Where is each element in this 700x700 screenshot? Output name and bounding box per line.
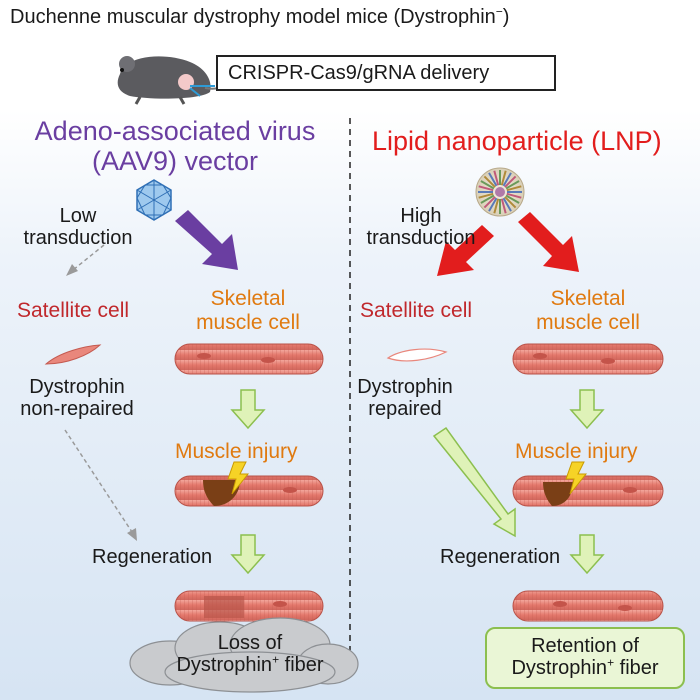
lnp-ray: [504, 175, 517, 188]
aav-capsid-icon: [136, 179, 172, 221]
aav-vector-title-line1: Adeno-associated virus: [34, 116, 316, 146]
skeletal-muscle-left-line2: muscle cell: [196, 310, 300, 334]
loss-line2-sup: +: [272, 652, 280, 667]
lnp-ray: [500, 198, 507, 214]
high-transduction-line2: transduction: [366, 227, 476, 250]
lnp-to-muscle-arrow: [518, 212, 579, 272]
crispr-delivery-label: CRISPR-Cas9/gRNA delivery: [228, 62, 490, 84]
satellite-cell-label-left: Satellite cell: [17, 299, 130, 322]
satellite-cell-label-right: Satellite cell: [360, 299, 473, 322]
green-arrow-left-1: [230, 389, 266, 430]
retention-box: [485, 627, 685, 689]
loss-line2-main: Dystrophin: [176, 654, 273, 677]
dystrophin-right-line1: Dystrophin: [357, 376, 453, 398]
regeneration-label-right: Regeneration: [440, 546, 561, 568]
page-title: Duchenne muscular dystrophy model mice (…: [10, 4, 510, 28]
loss-cloud: [129, 617, 359, 693]
lnp-ray: [506, 192, 522, 199]
muscle-fiber-left-3: [174, 590, 324, 622]
title-superscript: −: [495, 4, 503, 19]
lnp-ray: [483, 196, 496, 209]
high-transduction-line1: High: [400, 205, 442, 227]
aav-vector-title-line2: (AAV9) vector: [91, 146, 259, 177]
muscle-fiber-left-1: [174, 343, 324, 375]
skeletal-muscle-left-line1: Skeletal: [210, 287, 286, 310]
aav-vector-title: Adeno-associated virus(AAV9) vector: [35, 116, 316, 176]
regeneration-label-left: Regeneration: [92, 546, 213, 568]
lnp-title: Lipid nanoparticle (LNP): [372, 126, 662, 156]
lnp-ray: [480, 180, 495, 190]
lnp-ray: [505, 194, 520, 204]
green-arrow-left-2: [230, 534, 266, 575]
retention-line2: Dystrophin+ fiber: [511, 655, 659, 680]
retention-line2-main: Dystrophin: [511, 657, 608, 680]
loss-line2: Dystrophin+ fiber: [176, 652, 324, 677]
retention-line1: Retention of: [531, 635, 639, 657]
crispr-delivery-box: [216, 55, 556, 91]
lnp-ray: [488, 197, 498, 212]
loss-line1: Loss of: [217, 632, 283, 654]
lnp-ray: [478, 185, 494, 192]
lnp-ray: [502, 197, 512, 212]
lnp-ray: [483, 175, 496, 188]
lightning-icon-right: [565, 461, 588, 495]
dystrophin-left-line2: non-repaired: [20, 398, 134, 421]
aav-to-muscle-arrow: [175, 210, 238, 270]
lnp-ray: [500, 170, 507, 186]
retention-line2-sup: +: [607, 655, 615, 670]
green-arrow-right-1: [569, 389, 605, 430]
loss-line2-end: fiber: [279, 654, 324, 677]
low-transduction-line2: transduction: [23, 227, 133, 250]
lnp-ray: [488, 172, 498, 187]
green-arrow-right-2: [569, 534, 605, 575]
lnp-ray: [480, 194, 495, 204]
retention-line2-end: fiber: [614, 657, 659, 680]
green-arrow-repaired: [432, 426, 516, 538]
muscle-fiber-right-3: [512, 590, 664, 622]
lnp-ray: [502, 172, 512, 187]
lnp-ray: [493, 198, 500, 214]
lnp-particle-icon: [475, 167, 525, 217]
lnp-ray: [504, 196, 517, 209]
lnp-ray: [478, 192, 494, 199]
low-transduction-dashed-arrow: [66, 244, 105, 276]
title-main: Duchenne muscular dystrophy model mice (…: [10, 6, 496, 28]
lightning-icon-left: [227, 461, 250, 495]
skeletal-muscle-right-line2: muscle cell: [536, 310, 640, 334]
lnp-ray: [505, 180, 520, 190]
muscle-injury-label-right: Muscle injury: [515, 440, 638, 463]
satellite-cell-right: [386, 348, 448, 362]
title-close: ): [502, 6, 510, 28]
satellite-cell-left: [44, 344, 102, 365]
muscle-injury-label-left: Muscle injury: [175, 440, 298, 463]
skeletal-muscle-right-line1: Skeletal: [550, 287, 626, 310]
muscle-fiber-left-2: [174, 475, 324, 507]
lnp-ray: [493, 170, 500, 186]
non-repaired-dashed-arrow: [64, 429, 137, 541]
lnp-to-satellite-arrow: [437, 225, 494, 276]
lnp-ray: [506, 185, 522, 192]
muscle-fiber-right-2: [512, 475, 664, 507]
injury-lesion-left: [203, 480, 240, 506]
dystrophin-left-line1: Dystrophin: [29, 376, 125, 398]
low-transduction-line1: Low: [59, 205, 97, 227]
dystrophin-right-line2: repaired: [368, 398, 442, 421]
muscle-fiber-right-1: [512, 343, 664, 375]
injury-lesion-right: [543, 482, 573, 506]
